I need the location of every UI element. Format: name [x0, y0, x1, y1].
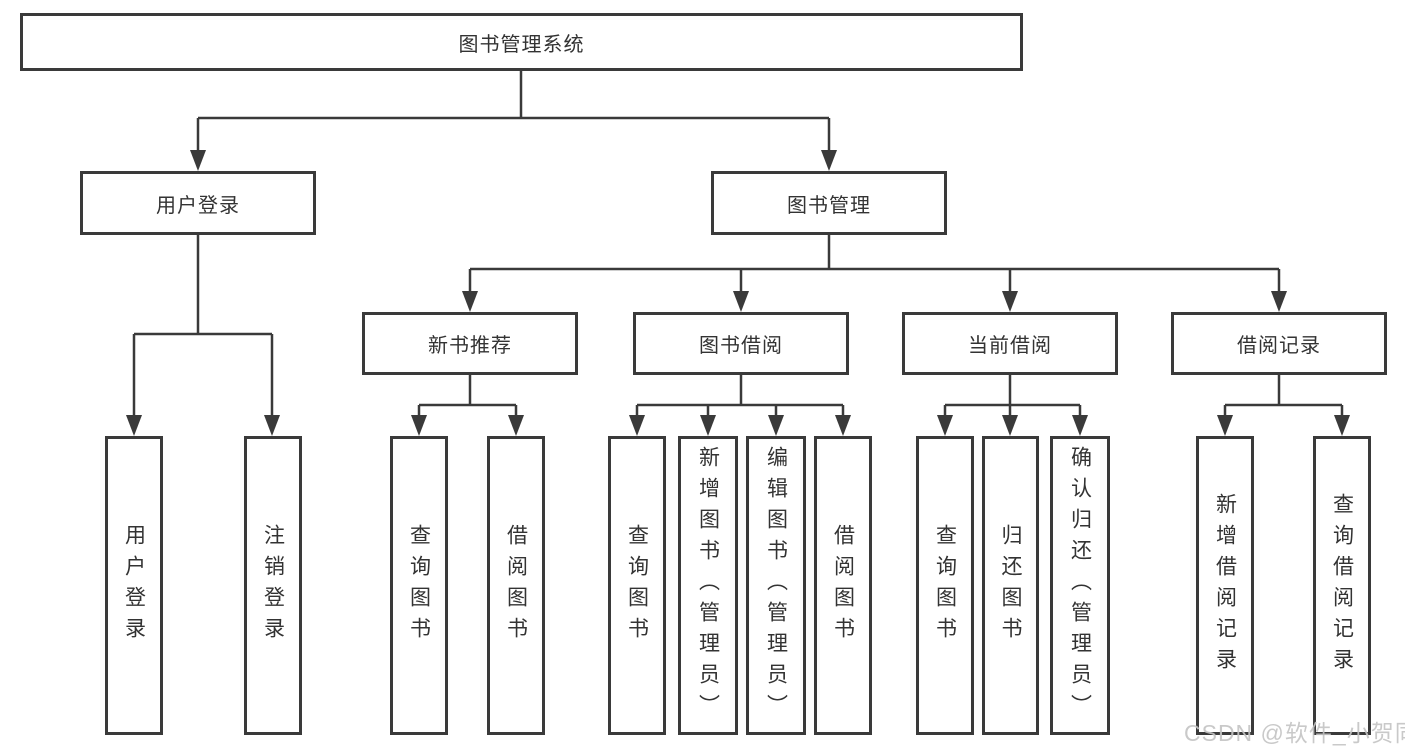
connector-bookborrow-to-leaves: [629, 375, 851, 436]
node-book-borrowing: 图书借阅: [633, 312, 849, 375]
connector-mgmt-to-level3: [462, 235, 1287, 312]
node-new-book-recommend-label: 新书推荐: [428, 335, 512, 357]
node-leaf-borrow-books-nb-label: 借阅图书: [504, 523, 528, 648]
node-leaf-borrow-books-nb: 借阅图书: [487, 436, 545, 735]
node-leaf-query-books-cb-label: 查询图书: [933, 523, 957, 648]
node-leaf-query-books-cb: 查询图书: [916, 436, 974, 735]
node-leaf-query-borrow-record: 查询借阅记录: [1313, 436, 1371, 735]
csdn-watermark: CSDN @软件_小贺同学: [1184, 720, 1405, 746]
node-borrow-records-label: 借阅记录: [1237, 335, 1321, 357]
node-leaf-add-book-admin: 新增图书（管理员）: [678, 436, 738, 735]
node-leaf-query-books-nb: 查询图书: [390, 436, 448, 735]
node-leaf-edit-book-admin: 编辑图书（管理员）: [746, 436, 806, 735]
node-user-login-label: 用户登录: [156, 194, 240, 217]
connector-root-to-level2: [190, 71, 837, 171]
node-leaf-add-borrow-record-label: 新增借阅记录: [1213, 492, 1237, 679]
node-root: 图书管理系统: [20, 13, 1023, 71]
connector-currentborrow-to-leaves: [937, 375, 1088, 436]
node-leaf-edit-book-admin-label: 编辑图书（管理员）: [764, 446, 788, 725]
node-leaf-logout: 注销登录: [244, 436, 302, 735]
node-current-borrowing: 当前借阅: [902, 312, 1118, 375]
node-leaf-confirm-return-admin-label: 确认归还（管理员）: [1068, 446, 1092, 725]
connector-login-to-leaves: [126, 235, 280, 436]
node-leaf-query-books-bb-label: 查询图书: [625, 523, 649, 648]
node-leaf-borrow-books-bb: 借阅图书: [814, 436, 872, 735]
node-leaf-add-book-admin-label: 新增图书（管理员）: [696, 446, 720, 725]
node-leaf-return-books-label: 归还图书: [999, 523, 1022, 648]
node-user-login: 用户登录: [80, 171, 316, 235]
connector-borrowrecord-to-leaves: [1217, 375, 1350, 436]
node-leaf-add-borrow-record: 新增借阅记录: [1196, 436, 1254, 735]
node-leaf-user-login-label: 用户登录: [122, 523, 146, 648]
node-leaf-borrow-books-bb-label: 借阅图书: [831, 523, 855, 648]
node-book-management-label: 图书管理: [787, 194, 871, 217]
node-current-borrowing-label: 当前借阅: [968, 335, 1052, 357]
node-book-borrowing-label: 图书借阅: [699, 335, 783, 357]
node-leaf-query-books-bb: 查询图书: [608, 436, 666, 735]
node-root-label: 图书管理系统: [458, 33, 585, 56]
connector-newbook-to-leaves: [411, 375, 524, 436]
node-new-book-recommend: 新书推荐: [362, 312, 578, 375]
node-leaf-query-borrow-record-label: 查询借阅记录: [1330, 492, 1354, 679]
node-leaf-user-login: 用户登录: [105, 436, 163, 735]
node-leaf-logout-label: 注销登录: [261, 523, 285, 648]
node-book-management: 图书管理: [711, 171, 947, 235]
node-leaf-query-books-nb-label: 查询图书: [407, 523, 431, 648]
node-leaf-confirm-return-admin: 确认归还（管理员）: [1050, 436, 1110, 735]
node-leaf-return-books: 归还图书: [982, 436, 1039, 735]
node-borrow-records: 借阅记录: [1171, 312, 1387, 375]
